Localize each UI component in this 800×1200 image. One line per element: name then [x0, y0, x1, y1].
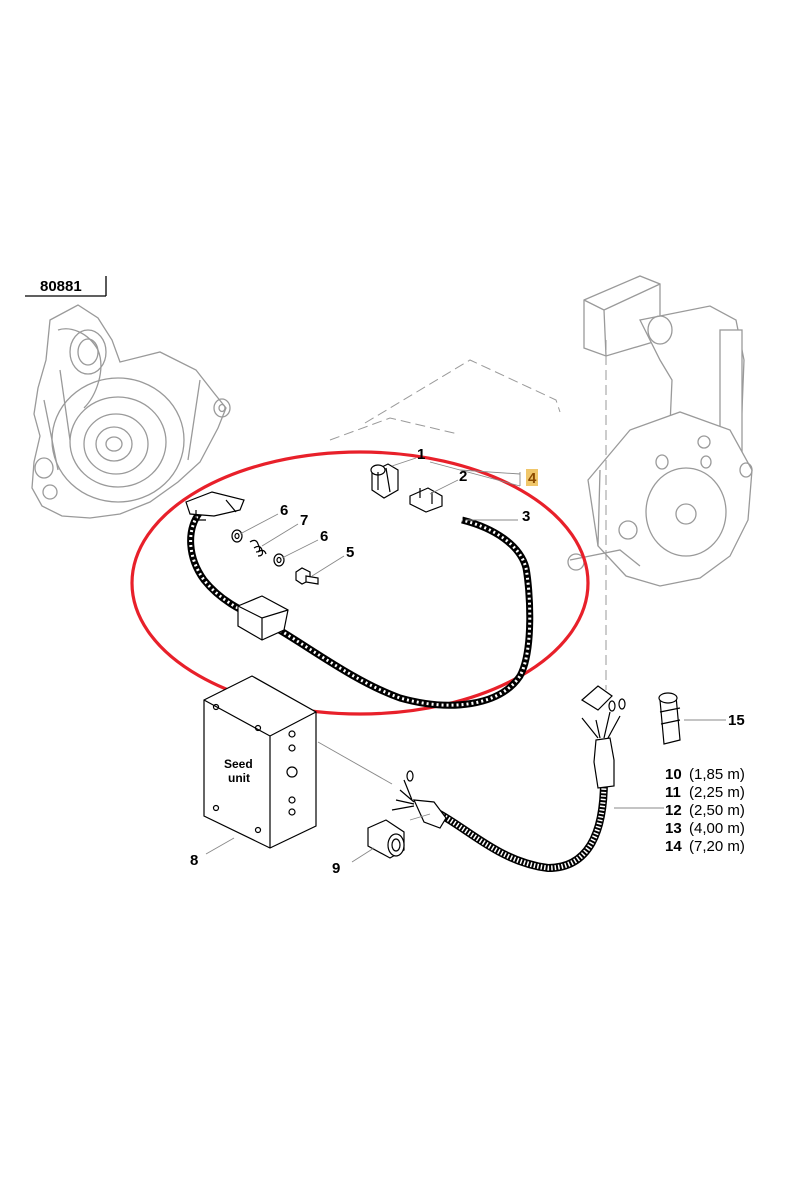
callout-1: 1	[417, 446, 425, 463]
spring-part-7[interactable]	[249, 539, 267, 557]
cable-length-number: 12	[665, 802, 682, 819]
cable-length-value: (1,85 m)	[689, 766, 745, 783]
leader-lines	[205, 457, 726, 863]
cable-length-row: 12 (2,50 m)	[665, 802, 745, 819]
part-callouts: 1 2 4 3 6 7 6 5 8 9 15	[190, 446, 745, 877]
callout-5: 5	[346, 544, 354, 561]
cable-length-number: 14	[665, 838, 682, 855]
sensor-cable-part-3[interactable]	[185, 491, 534, 709]
assembly-guide-lines	[329, 340, 607, 690]
callout-9: 9	[332, 860, 340, 877]
callout-4-highlight	[526, 469, 538, 486]
cable-length-row: 14 (7,20 m)	[665, 838, 745, 855]
callout-2: 2	[459, 468, 467, 485]
cable-length-list: 10 (1,85 m) 11 (2,25 m) 12 (2,50 m) 13 (…	[665, 766, 745, 855]
terminator-plug-part-15[interactable]	[658, 692, 681, 745]
cable-length-number: 11	[665, 784, 681, 801]
callout-4: 4	[528, 470, 537, 487]
clip-part-2[interactable]	[409, 487, 443, 513]
bolt-part-5[interactable]	[295, 567, 319, 585]
right-drive-housing	[567, 275, 753, 587]
diagram-reference-number: 80881	[40, 278, 82, 295]
diagram-reference: 80881	[25, 276, 107, 297]
highlight-ellipse	[130, 450, 590, 716]
cable-length-number: 13	[665, 820, 682, 837]
cable-length-row: 13 (4,00 m)	[665, 820, 745, 837]
sensor-connector-part-1[interactable]	[370, 463, 399, 499]
seed-unit-label-line-2: unit	[228, 771, 250, 785]
cable-length-value: (2,25 m)	[689, 784, 745, 801]
callout-15: 15	[728, 712, 745, 729]
extension-cable-parts-10-14[interactable]	[391, 685, 626, 873]
adapter-part-9[interactable]	[367, 819, 405, 859]
washer-part-6-upper[interactable]	[231, 529, 243, 543]
callout-8: 8	[190, 852, 198, 869]
callout-6-lower: 6	[320, 528, 328, 545]
callout-6-upper: 6	[280, 502, 288, 519]
callout-7: 7	[300, 512, 308, 529]
cable-length-row: 10 (1,85 m)	[665, 766, 745, 783]
cable-length-row: 11 (2,25 m)	[665, 784, 745, 801]
callout-3: 3	[522, 508, 530, 525]
cable-length-value: (7,20 m)	[689, 838, 745, 855]
seed-unit-label-line-1: Seed	[224, 757, 253, 771]
cable-length-value: (2,50 m)	[689, 802, 745, 819]
cable-length-value: (4,00 m)	[689, 820, 745, 837]
seed-unit-box-part-8[interactable]: Seed unit	[203, 675, 317, 849]
cable-length-number: 10	[665, 766, 682, 783]
washer-part-6-lower[interactable]	[273, 553, 285, 567]
left-seed-disc-housing	[31, 304, 231, 519]
